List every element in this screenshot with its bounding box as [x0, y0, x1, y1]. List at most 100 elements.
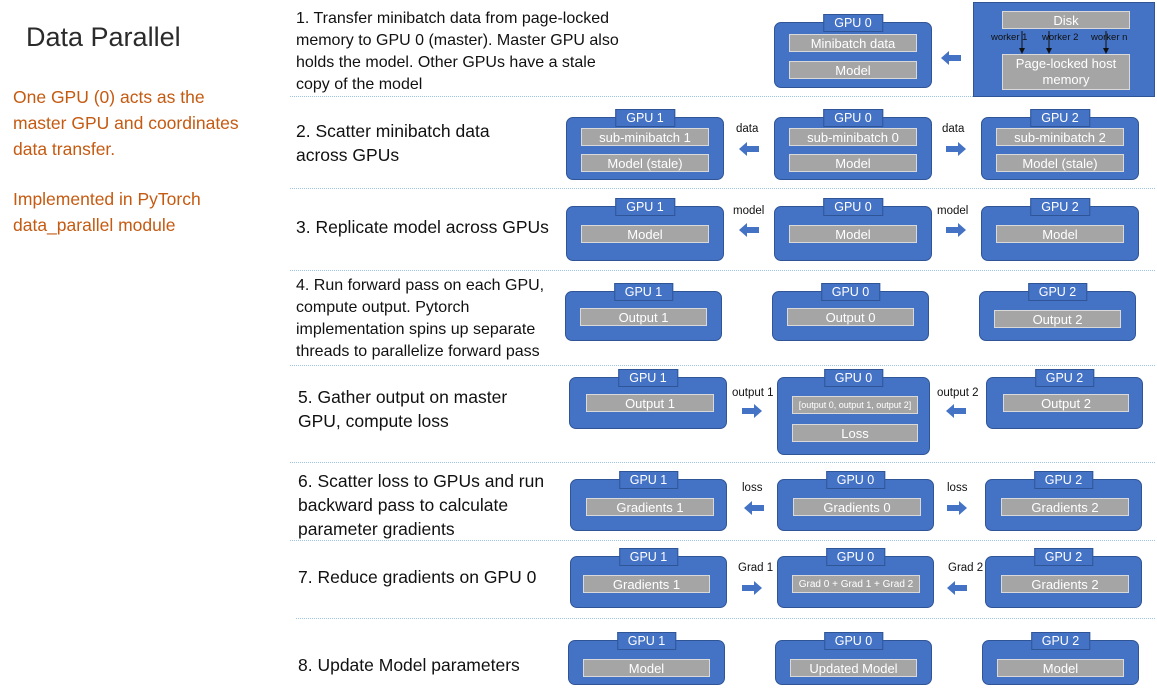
- arrow-label: model: [733, 205, 765, 217]
- output-2-block: Output 2: [994, 310, 1121, 328]
- gpu-1-box: GPU 1 Output 1: [565, 283, 722, 341]
- left-arrow-icon: [947, 581, 967, 595]
- gpu-label: GPU 2: [1030, 198, 1090, 216]
- gathered-outputs-block: [output 0, output 1, output 2]: [792, 396, 918, 414]
- arrow-label: loss: [947, 482, 968, 494]
- right-arrow-icon: [946, 223, 966, 237]
- gpu-label: GPU 1: [615, 198, 675, 216]
- step-1-text: 1. Transfer minibatch data from page-loc…: [296, 10, 619, 93]
- gpu-label: GPU 2: [1033, 548, 1094, 566]
- model-block: Model: [789, 154, 917, 172]
- gpu-label: GPU 2: [1033, 471, 1094, 489]
- right-arrow-icon: [742, 404, 762, 418]
- arrow-label: loss: [742, 482, 763, 494]
- sub-minibatch-2-block: sub-minibatch 2: [996, 128, 1124, 146]
- gpu-2-box: GPU 2 Output 2: [986, 369, 1143, 429]
- gpu-label: GPU 0: [820, 283, 881, 301]
- gpu-1-box: GPU 1 Model: [568, 632, 725, 685]
- model-block: Model: [789, 61, 917, 79]
- separator: [290, 270, 1155, 271]
- output-1-block: Output 1: [580, 308, 707, 326]
- gpu-label: GPU 1: [618, 369, 678, 387]
- right-arrow-icon: [742, 581, 762, 595]
- note-line: master GPU and coordinates: [13, 113, 239, 133]
- left-arrow-icon: [739, 223, 759, 237]
- gpu-label: GPU 2: [1030, 632, 1091, 650]
- output-0-block: Output 0: [787, 308, 914, 326]
- gradients-1-block: Gradients 1: [586, 498, 714, 516]
- gpu-label: GPU 2: [1030, 109, 1090, 127]
- separator: [290, 462, 1155, 463]
- gradients-2-block: Gradients 2: [1001, 498, 1129, 516]
- worker-label: worker 2: [1042, 32, 1079, 43]
- gpu-label: GPU 0: [825, 548, 886, 566]
- arrow-label: data: [942, 123, 965, 135]
- gpu-label: GPU 0: [823, 198, 883, 216]
- note-line: data transfer.: [13, 139, 116, 159]
- sub-minibatch-0-block: sub-minibatch 0: [789, 128, 917, 146]
- gpu-1-box: GPU 1 Gradients 1: [570, 548, 727, 608]
- gpu-label: GPU 0: [825, 471, 886, 489]
- arrow-label: model: [937, 205, 969, 217]
- model-stale-block: Model (stale): [581, 154, 709, 172]
- gpu-2-box: GPU 2 Model: [981, 198, 1139, 261]
- gpu-label: GPU 0: [823, 369, 884, 387]
- separator: [296, 618, 1155, 619]
- worker-label: worker n: [1091, 32, 1128, 43]
- gpu-label: GPU 0: [823, 109, 883, 127]
- arrow-label: Grad 1: [738, 562, 774, 574]
- worker-label: worker 1: [991, 32, 1028, 43]
- gpu-label: GPU 1: [618, 548, 679, 566]
- separator: [290, 188, 1155, 189]
- step-3-text: 3. Replicate model across GPUs: [296, 217, 549, 237]
- left-arrow-icon: [946, 404, 966, 418]
- page-locked-memory-block: Page-locked host memory: [1002, 54, 1130, 90]
- disk-block: Disk: [1002, 11, 1130, 29]
- arrow-label: data: [736, 123, 759, 135]
- page-title: Data Parallel: [26, 22, 181, 52]
- gpu-1-box: GPU 1 sub-minibatch 1 Model (stale): [566, 109, 724, 180]
- pytorch-note: Implemented in PyTorch data_parallel mod…: [13, 186, 201, 238]
- host-memory-box: Disk worker 1 worker 2 worker n Page-loc…: [973, 2, 1155, 97]
- gpu-2-box: GPU 2 Gradients 2: [985, 471, 1142, 531]
- sub-minibatch-1-block: sub-minibatch 1: [581, 128, 709, 146]
- gpu-label: GPU 0: [823, 632, 884, 650]
- gpu-0-box: GPU 0 Output 0: [772, 283, 929, 341]
- separator: [290, 365, 1155, 366]
- separator: [290, 540, 1155, 541]
- step-5-text: 5. Gather output on master GPU, compute …: [298, 387, 508, 431]
- gradients-0-block: Gradients 0: [793, 498, 921, 516]
- output-2-block: Output 2: [1003, 394, 1129, 412]
- step-8-text: 8. Update Model parameters: [298, 655, 520, 675]
- gpu-label: GPU 1: [613, 283, 674, 301]
- model-block: Model: [581, 225, 709, 243]
- gpu-label: GPU 0: [823, 14, 883, 32]
- model-stale-block: Model (stale): [996, 154, 1124, 172]
- model-block: Model: [997, 659, 1124, 677]
- gpu-label: GPU 2: [1027, 283, 1088, 301]
- minibatch-data-block: Minibatch data: [789, 34, 917, 52]
- gradients-2-block: Gradients 2: [1001, 575, 1129, 593]
- gpu-2-box: GPU 2 Model: [982, 632, 1139, 685]
- gpu-label: GPU 2: [1034, 369, 1095, 387]
- gpu-2-box: GPU 2 Gradients 2: [985, 548, 1142, 608]
- summed-gradients-block: Grad 0 + Grad 1 + Grad 2: [792, 575, 920, 593]
- gpu-0-box: GPU 0 [output 0, output 1, output 2] Los…: [777, 369, 930, 455]
- step-4-text: 4. Run forward pass on each GPU, compute…: [296, 277, 545, 360]
- master-gpu-note: One GPU (0) acts as the master GPU and c…: [13, 84, 239, 162]
- gpu-label: GPU 1: [615, 109, 675, 127]
- updated-model-block: Updated Model: [790, 659, 917, 677]
- gpu-label: GPU 1: [616, 632, 677, 650]
- gpu-0-box: GPU 0 Minibatch data Model: [774, 14, 932, 88]
- gpu-0-box: GPU 0 sub-minibatch 0 Model: [774, 109, 932, 180]
- step-6-text: 6. Scatter loss to GPUs and run backward…: [298, 471, 545, 539]
- left-arrow-icon: [739, 142, 759, 156]
- arrow-label: output 1: [732, 387, 774, 399]
- note-line: data_parallel module: [13, 215, 176, 235]
- gpu-1-box: GPU 1 Gradients 1: [570, 471, 727, 531]
- model-block: Model: [996, 225, 1124, 243]
- gpu-2-box: GPU 2 Output 2: [979, 283, 1136, 341]
- model-block: Model: [583, 659, 710, 677]
- note-line: Implemented in PyTorch: [13, 189, 201, 209]
- gradients-1-block: Gradients 1: [583, 575, 710, 593]
